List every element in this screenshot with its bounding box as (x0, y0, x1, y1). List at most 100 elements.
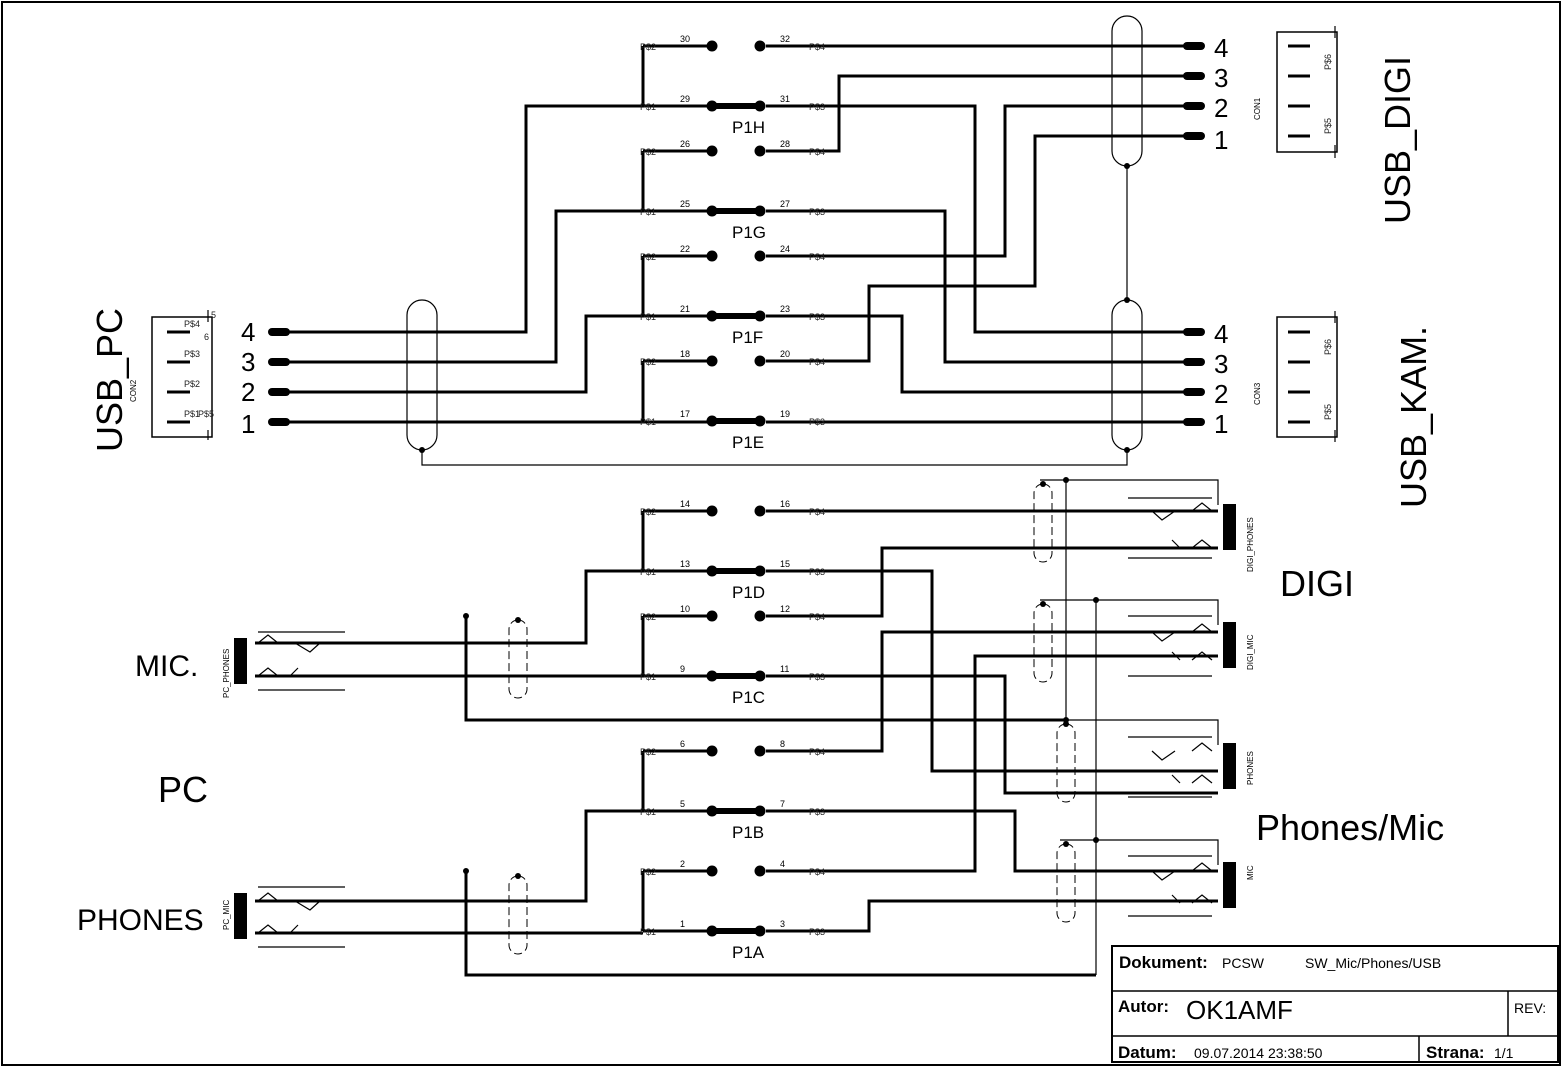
switch-text: P$1 (640, 312, 656, 322)
switch-text: 27 (780, 199, 790, 209)
switch-text: 11 (780, 664, 789, 674)
usb-digi-pin-4: 4 (1214, 33, 1228, 63)
switch-text: P$4 (809, 252, 825, 262)
pc-mic-jack-label: PC_PHONES (222, 649, 231, 698)
usb-pc-connector: USB_PC CON2 4 3 2 1 P$4 P$3 P$2 P$1 P$5 … (89, 308, 290, 452)
switch-text: P$2 (640, 507, 656, 517)
switch-contact (754, 745, 766, 757)
usb-pc-pad-label: 5 (211, 310, 216, 320)
usb-digi-ref: CON1 (1253, 97, 1262, 120)
switch-text: 16 (780, 499, 790, 509)
switch-contact (754, 505, 766, 517)
switch-text: 29 (680, 94, 690, 104)
usb-digi-title: USB_DIGI (1377, 56, 1418, 224)
phones-label: PHONES (77, 904, 204, 937)
digi-label: DIGI (1280, 563, 1354, 604)
usb-digi-connector: USB_DIGI CON1 P$6 P$5 4 3 2 1 (1183, 26, 1418, 224)
usb-pc-title: USB_PC (89, 308, 130, 452)
phones-mic-label: Phones/Mic (1256, 807, 1444, 848)
switch-text: 28 (780, 139, 790, 149)
switch-contact (706, 355, 718, 367)
datum-value: 09.07.2014 23:38:50 (1194, 1045, 1323, 1061)
mic-label: MIC. (135, 650, 198, 683)
datum-label: Datum: (1118, 1043, 1177, 1062)
switch-text: P$1 (640, 417, 656, 427)
switch-text: 31 (780, 94, 790, 104)
usb-pc-pad-label: P$5 (198, 409, 214, 419)
switch-text: 25 (680, 199, 690, 209)
strana-label: Strana: (1426, 1043, 1485, 1062)
usb-pc-pin-1: 1 (241, 409, 255, 439)
pc-phones-jack: PC_MIC (222, 886, 345, 948)
switch-text: 3 (780, 919, 785, 929)
switch-text: P$1 (640, 807, 656, 817)
switch-text: 4 (780, 859, 785, 869)
pc-label: PC (158, 769, 208, 810)
switch-text: P$3 (809, 567, 825, 577)
usb-kam-pad-label: P$6 (1323, 339, 1333, 355)
switch-text: 22 (680, 244, 690, 254)
switch-text: 21 (680, 304, 690, 314)
switch-text: 13 (680, 559, 690, 569)
usb-kam-pin-2: 2 (1214, 379, 1228, 409)
usb-digi-pad-label: P$5 (1323, 118, 1333, 134)
dokument-value: PCSW (1222, 955, 1265, 971)
switch-contact (706, 610, 718, 622)
switch-text: 2 (680, 859, 685, 869)
usb-kam-title: USB_KAM. (1393, 326, 1434, 508)
switch-text: P$4 (809, 42, 825, 52)
switch-contact (706, 250, 718, 262)
switch-text: P$3 (809, 417, 825, 427)
usb-pc-pad-label: P$4 (184, 319, 200, 329)
switch-text: P$3 (809, 807, 825, 817)
switch-text: 19 (780, 409, 790, 419)
switch-text: 17 (680, 409, 690, 419)
usb-kam-pin-4: 4 (1214, 319, 1228, 349)
phones-jack: PHONES (1128, 736, 1255, 798)
usb-kam-pad-label: P$5 (1323, 404, 1333, 420)
switch-text: 15 (780, 559, 790, 569)
switch-text: P1H (732, 118, 765, 137)
switch-text: 10 (680, 604, 690, 614)
switch-contact (754, 40, 766, 52)
switch-text: P$1 (640, 672, 656, 682)
usb-kam-ref: CON3 (1253, 382, 1262, 405)
usb-pc-ref: CON2 (129, 379, 138, 402)
usb-pc-pad-label: 6 (204, 332, 209, 342)
switch-text: P$2 (640, 252, 656, 262)
switch-contact (754, 145, 766, 157)
switch-text: P$4 (809, 612, 825, 622)
switch-text: P$2 (640, 747, 656, 757)
switch-text: 7 (780, 799, 785, 809)
switch-text: P$4 (809, 507, 825, 517)
usb-pc-pin-3: 3 (241, 347, 255, 377)
digi-mic-jack-label: DIGI_MIC (1246, 634, 1255, 670)
switch-text: P1B (732, 823, 764, 842)
switch-text: P$2 (640, 357, 656, 367)
switch-text: P$3 (809, 207, 825, 217)
usb-pc-pin-2: 2 (241, 377, 255, 407)
switch-text: P$4 (809, 147, 825, 157)
switch-text: 18 (680, 349, 690, 359)
usb-digi-pin-2: 2 (1214, 93, 1228, 123)
switch-text: 6 (680, 739, 685, 749)
switch-text: P$2 (640, 42, 656, 52)
switch-text: P$2 (640, 867, 656, 877)
usb-pc-pad-label: P$2 (184, 379, 200, 389)
dokument-name: SW_Mic/Phones/USB (1305, 955, 1441, 971)
switch-text: P1D (732, 583, 765, 602)
wires (255, 15, 1219, 977)
switch-contact (706, 745, 718, 757)
switch-text: P1A (732, 943, 765, 962)
usb-pc-pad-label: P$1 (184, 409, 200, 419)
usb-digi-pin-1: 1 (1214, 125, 1228, 155)
